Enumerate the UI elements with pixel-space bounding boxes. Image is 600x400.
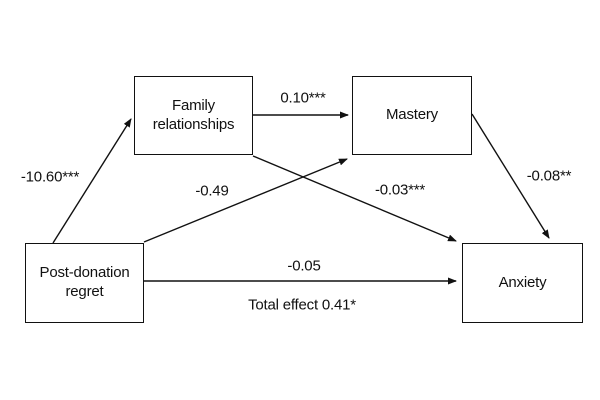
coefficient-family-to-anxiety: -0.03***: [374, 181, 426, 199]
node-anxiety: Anxiety: [462, 243, 583, 323]
coefficient-family-to-mastery: 0.10***: [280, 89, 326, 107]
coefficient-regret-to-anxiety: -0.05: [287, 257, 321, 275]
coefficient-mastery-to-anxiety: -0.08**: [526, 167, 572, 185]
node-anxiety-label: Anxiety: [498, 273, 547, 291]
node-mastery: Mastery: [352, 76, 472, 155]
node-mastery-label: Mastery: [386, 106, 438, 124]
arrow-regret-to-family: [52, 118, 132, 244]
arrow-regret-to-mastery: [143, 158, 348, 243]
coefficient-regret-to-family: -10.60***: [20, 168, 80, 186]
node-post-donation-regret-label: Post-donation regret: [39, 264, 130, 300]
total-effect-label: Total effect 0.41*: [248, 296, 356, 314]
node-family-relationships: Family relationships: [134, 76, 253, 155]
node-post-donation-regret: Post-donation regret: [25, 243, 144, 323]
coefficient-regret-to-mastery: -0.49: [195, 182, 229, 200]
arrow-mastery-to-anxiety: [471, 113, 550, 239]
arrow-family-to-anxiety: [252, 155, 457, 242]
node-family-relationships-label: Family relationships: [152, 96, 235, 133]
